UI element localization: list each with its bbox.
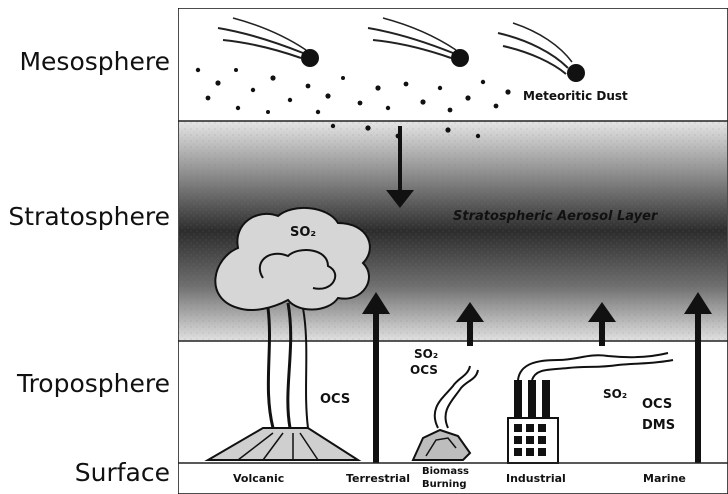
label-mesosphere: Mesosphere <box>0 47 170 76</box>
label-biomass-so2: SO₂ <box>414 347 438 361</box>
source-terrestrial: Terrestrial <box>346 472 410 485</box>
label-marine-ocs: OCS <box>642 397 672 412</box>
label-biomass-ocs: OCS <box>410 363 438 377</box>
source-industrial: Industrial <box>506 472 566 485</box>
mesosphere-zone <box>179 9 727 121</box>
label-meteoritic-dust: Meteoritic Dust <box>523 89 628 103</box>
source-volcanic: Volcanic <box>233 472 284 485</box>
source-biomass-line2: Burning <box>422 479 467 490</box>
label-ocs-terrestrial: OCS <box>320 392 350 407</box>
source-biomass-line1: Biomass <box>422 466 469 477</box>
label-troposphere: Troposphere <box>0 369 170 398</box>
label-volcano-so2: SO₂ <box>290 225 316 240</box>
label-surface: Surface <box>0 458 170 487</box>
label-aerosol-layer: Stratospheric Aerosol Layer <box>453 209 659 224</box>
label-stratosphere: Stratosphere <box>0 202 170 231</box>
label-marine-dms: DMS <box>642 418 675 433</box>
source-marine: Marine <box>643 472 686 485</box>
label-industrial-so2: SO₂ <box>603 387 627 401</box>
atmosphere-diagram: Meteoritic Dust Stratospheric Aerosol La… <box>178 8 728 494</box>
